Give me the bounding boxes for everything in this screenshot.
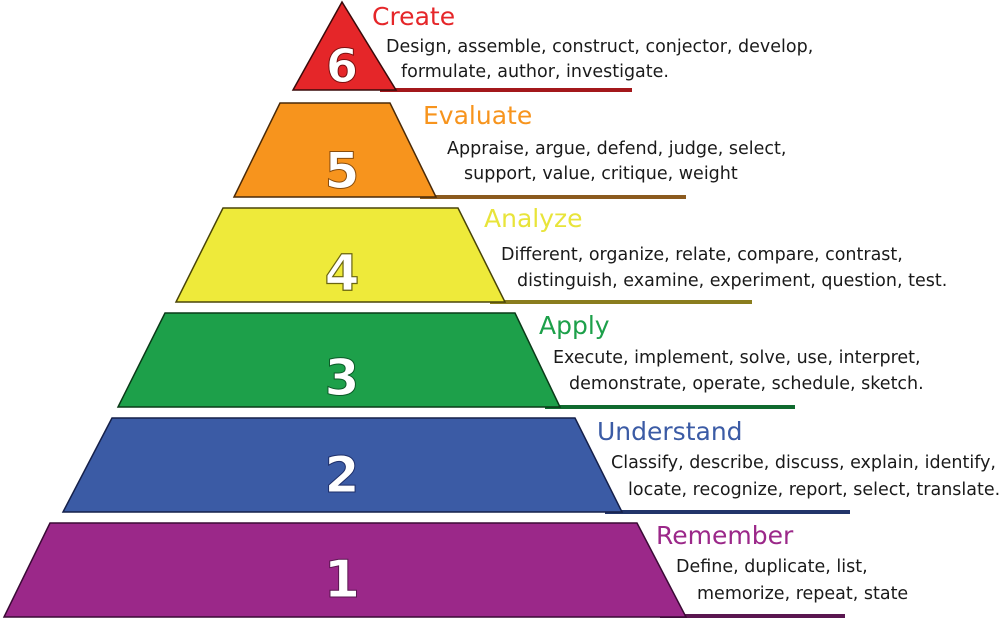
tier-apply-number: 3	[325, 349, 360, 407]
tier-understand-number: 2	[325, 446, 360, 504]
tier-understand: 2 Understand Classify, describe, discuss…	[61, 417, 1000, 514]
tier-understand-underline	[605, 510, 850, 514]
tier-evaluate-shape	[232, 102, 438, 198]
tier-analyze-number: 4	[325, 244, 360, 302]
tier-evaluate-line1: Appraise, argue, defend, judge, select,	[447, 139, 786, 159]
tier-understand-line2: locate, recognize, report, select, trans…	[628, 480, 1000, 500]
tier-analyze-shape	[174, 207, 507, 303]
tier-remember-title: Remember	[656, 521, 794, 550]
tier-evaluate-number: 5	[325, 142, 360, 200]
tier-understand-line1: Classify, describe, discuss, explain, id…	[611, 453, 996, 473]
tier-remember-line2: memorize, repeat, state	[697, 584, 908, 604]
tier-remember-line1: Define, duplicate, list,	[676, 557, 868, 577]
tier-evaluate-line2: support, value, critique, weight	[464, 164, 738, 184]
tier-create-underline	[380, 88, 632, 92]
tier-evaluate: 5 Evaluate Appraise, argue, defend, judg…	[232, 101, 786, 201]
tier-apply-shape	[116, 312, 562, 408]
tier-apply-underline	[545, 405, 795, 409]
tier-apply-line2: demonstrate, operate, schedule, sketch.	[569, 374, 924, 394]
tier-remember-underline	[660, 614, 845, 618]
tier-analyze-line2: distinguish, examine, experiment, questi…	[517, 271, 947, 291]
tier-understand-title: Understand	[597, 417, 743, 446]
tier-create-line2: formulate, author, investigate.	[401, 62, 669, 82]
tier-analyze-underline	[490, 300, 752, 304]
tier-understand-shape	[61, 417, 624, 513]
tier-create-line1: Design, assemble, construct, conjector, …	[386, 37, 813, 57]
tier-apply-line1: Execute, implement, solve, use, interpre…	[553, 348, 921, 368]
tier-remember-number: 1	[324, 550, 360, 610]
tier-analyze-title: Analyze	[484, 204, 583, 233]
tier-evaluate-title: Evaluate	[423, 101, 532, 130]
tier-apply: 3 Apply Execute, implement, solve, use, …	[116, 311, 924, 409]
tier-create-shape	[291, 0, 398, 91]
tier-remember-shape	[2, 522, 688, 618]
tier-analyze: 4 Analyze Different, organize, relate, c…	[174, 204, 947, 304]
tier-remember: 1 Remember Define, duplicate, list, memo…	[2, 521, 908, 618]
tier-evaluate-underline	[420, 195, 686, 199]
tier-create: 6 Create Design, assemble, construct, co…	[291, 0, 813, 94]
tier-analyze-line1: Different, organize, relate, compare, co…	[501, 245, 903, 265]
tier-apply-title: Apply	[539, 311, 610, 340]
tier-create-title: Create	[372, 2, 455, 31]
tier-create-number: 6	[326, 39, 358, 93]
